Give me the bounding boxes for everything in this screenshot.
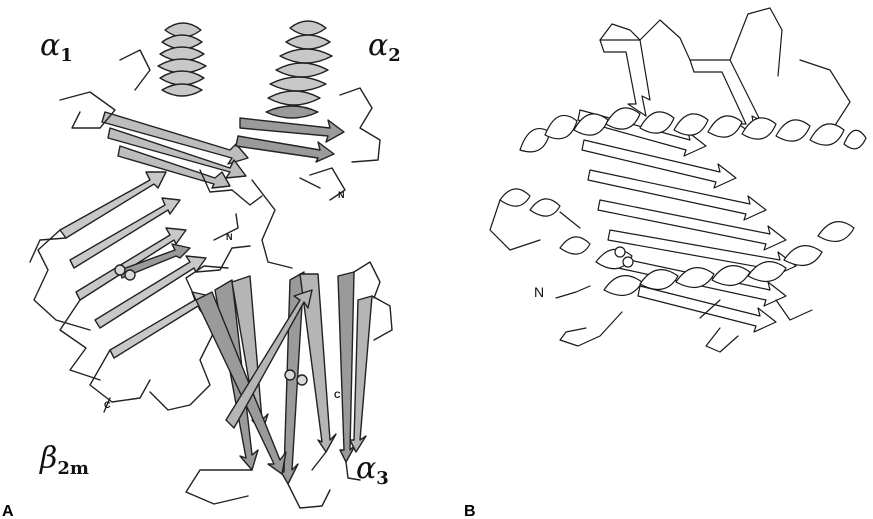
panel-letter-b: B bbox=[464, 503, 476, 519]
label-beta2m: β2m bbox=[39, 441, 89, 479]
beta2m-domain bbox=[60, 172, 210, 358]
label-alpha1: α1 bbox=[40, 28, 73, 66]
label-alpha3: α3 bbox=[356, 451, 389, 489]
label-n-mid: N bbox=[226, 232, 233, 242]
loops-top bbox=[60, 50, 380, 262]
alpha3-domain bbox=[196, 272, 372, 484]
panel-b-structure bbox=[490, 8, 866, 352]
label-n-b: N bbox=[534, 284, 544, 300]
alpha-helices bbox=[158, 21, 332, 118]
panel-letter-a: A bbox=[2, 503, 14, 519]
label-n-top: N bbox=[338, 190, 345, 200]
label-c-left: C bbox=[104, 400, 111, 410]
label-alpha2: α2 bbox=[368, 28, 401, 66]
panel-a-structure bbox=[30, 21, 392, 508]
label-c-right: C bbox=[334, 390, 341, 400]
beta-sheet-floor bbox=[102, 112, 344, 188]
